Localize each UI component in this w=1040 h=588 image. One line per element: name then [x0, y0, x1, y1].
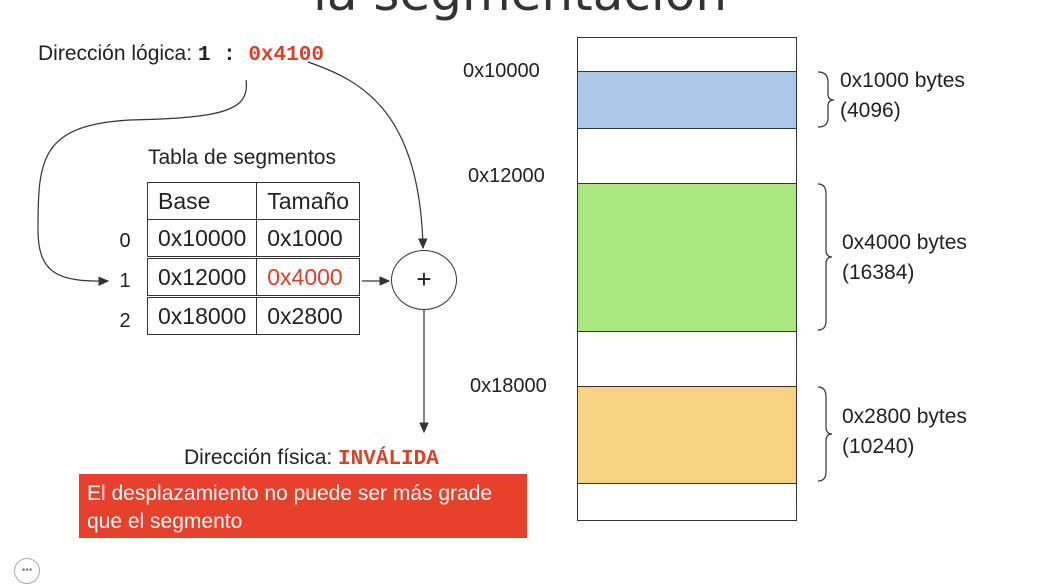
brace-segment-0 — [817, 71, 835, 128]
segment-table: Base Tamaño 0x10000 0x1000 0x12000 0x400… — [146, 182, 361, 335]
table-row: 0x18000 0x2800 — [146, 296, 361, 335]
header-size: Tamaño — [256, 182, 361, 220]
row-2-size: 0x2800 — [256, 296, 361, 335]
physical-address-label: Dirección física: — [184, 446, 339, 469]
memory-address-1: 0x12000 — [468, 165, 545, 187]
table-row: 0x10000 0x1000 — [146, 219, 361, 258]
row-0-size: 0x1000 — [256, 219, 361, 258]
row-index-1: 1 — [119, 270, 131, 292]
row-0-base: 0x10000 — [146, 219, 258, 258]
brace-segment-2 — [817, 386, 833, 482]
row-2-base: 0x18000 — [146, 296, 258, 335]
logical-address: Dirección lógica: 1 : 0x4100 — [38, 42, 324, 67]
physical-address: Dirección física: INVÁLIDA — [184, 446, 439, 471]
memory-size-1-hex: 0x4000 bytes — [842, 231, 967, 254]
row-1-size: 0x4000 — [256, 256, 361, 298]
segment-table-title: Tabla de segmentos — [148, 146, 336, 169]
memory-size-0-hex: 0x1000 bytes — [840, 69, 965, 92]
physical-address-value: INVÁLIDA — [338, 448, 439, 471]
segment-table-header-row: Base Tamaño — [146, 182, 361, 220]
logical-segment-number: 1 — [197, 44, 211, 67]
logical-offset: 0x4100 — [248, 44, 324, 67]
row-1-base: 0x12000 — [146, 256, 258, 298]
segment-index-arrow — [37, 79, 247, 286]
logical-address-label: Dirección lógica: — [38, 42, 198, 65]
memory-segment-0 — [576, 71, 797, 129]
header-base: Base — [146, 182, 258, 220]
memory-size-2-dec: (10240) — [842, 435, 915, 458]
offset-arrow — [307, 61, 428, 250]
brace-segment-1 — [817, 183, 833, 331]
memory-size-2: 0x2800 bytes (10240) — [842, 402, 967, 462]
logical-separator: : — [210, 44, 249, 67]
memory-segment-1 — [576, 183, 797, 332]
adder-circle: + — [391, 250, 457, 310]
row-index-2: 2 — [119, 310, 131, 332]
row-index-0: 0 — [119, 230, 131, 252]
memory-address-0: 0x10000 — [463, 60, 540, 82]
memory-map — [576, 37, 797, 521]
memory-size-0: 0x1000 bytes (4096) — [840, 66, 965, 126]
memory-size-1-dec: (16384) — [842, 261, 915, 284]
error-message-box: El desplazamiento no puede ser más grade… — [79, 474, 527, 538]
table-row-selected: 0x12000 0x4000 — [146, 256, 361, 298]
memory-size-2-hex: 0x2800 bytes — [842, 405, 967, 428]
more-options-icon[interactable]: ••• — [14, 558, 40, 584]
memory-size-1: 0x4000 bytes (16384) — [842, 228, 967, 288]
memory-address-2: 0x18000 — [470, 375, 547, 397]
memory-size-0-dec: (4096) — [840, 99, 901, 122]
page-title: la segmentación — [0, 0, 1040, 22]
memory-segment-2 — [576, 386, 797, 484]
